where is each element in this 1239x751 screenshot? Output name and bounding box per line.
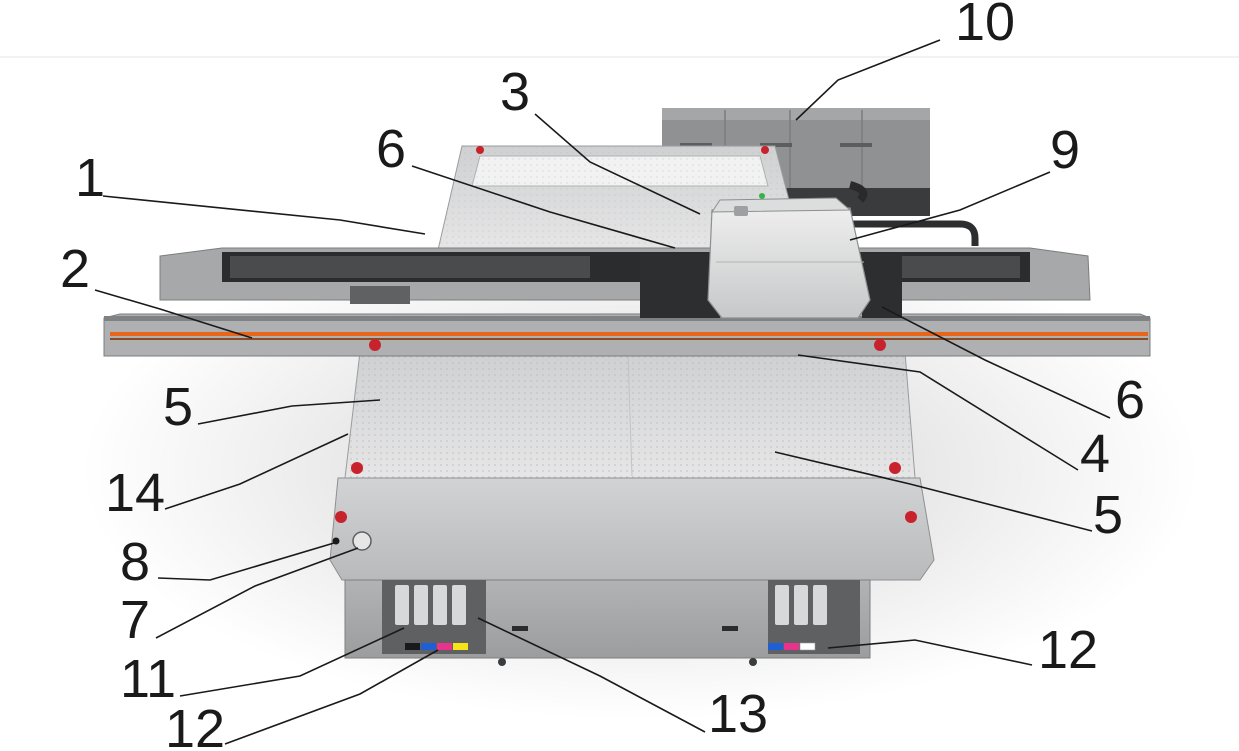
- ink-color-labels-left: [405, 643, 468, 650]
- leader-6a: [411, 165, 676, 249]
- callout-4: 4: [1080, 424, 1110, 484]
- leader-7: [155, 547, 359, 639]
- leader-13: [477, 617, 706, 733]
- leader-11: [179, 627, 405, 697]
- callout-12b: 12: [1038, 620, 1098, 680]
- leader-3: [534, 113, 701, 215]
- leader-lines: [94, 39, 1111, 745]
- callout-numbers: 1 2 3 4 5 5 6 6 7 8 9 10 11 12 12 13 14: [60, 0, 1145, 751]
- callout-10: 10: [955, 0, 1015, 52]
- leader-9: [849, 171, 1051, 241]
- ink-bottles-right: [775, 585, 827, 625]
- callout-7: 7: [120, 590, 150, 650]
- leader-10: [795, 39, 941, 121]
- callout-14: 14: [105, 463, 165, 523]
- callout-5b: 5: [1093, 485, 1123, 545]
- callout-3: 3: [500, 62, 530, 122]
- ink-color-labels-right: [768, 642, 816, 651]
- leader-1: [102, 195, 426, 235]
- callout-5a: 5: [163, 377, 193, 437]
- leader-14: [164, 433, 349, 510]
- leader-12a: [224, 649, 439, 745]
- front-rail: [103, 313, 1151, 357]
- callout-11: 11: [120, 649, 176, 709]
- leader-5b: [774, 451, 1093, 532]
- leader-2: [94, 289, 253, 339]
- callout-12a: 12: [165, 699, 225, 751]
- callout-6a: 6: [376, 119, 406, 179]
- callout-13: 13: [708, 684, 768, 744]
- callout-6b: 6: [1115, 370, 1145, 430]
- leader-8: [157, 542, 335, 581]
- accent-stripe: [110, 332, 1148, 336]
- power-button: [332, 537, 340, 545]
- leader-4: [797, 354, 1079, 471]
- front-panel: [329, 477, 935, 581]
- callout-2: 2: [60, 239, 90, 299]
- leader-5a: [197, 399, 381, 425]
- ink-bottles-left: [395, 585, 466, 625]
- callout-8: 8: [120, 532, 150, 592]
- leader-6b: [881, 306, 1111, 419]
- leader-12b: [827, 639, 1033, 666]
- callout-9: 9: [1050, 120, 1080, 180]
- callout-1: 1: [75, 148, 105, 208]
- cable-chain: [850, 220, 979, 246]
- gantry-beam: [159, 247, 1091, 304]
- pressure-gauge: [352, 531, 372, 551]
- vacuum-table: [344, 351, 916, 479]
